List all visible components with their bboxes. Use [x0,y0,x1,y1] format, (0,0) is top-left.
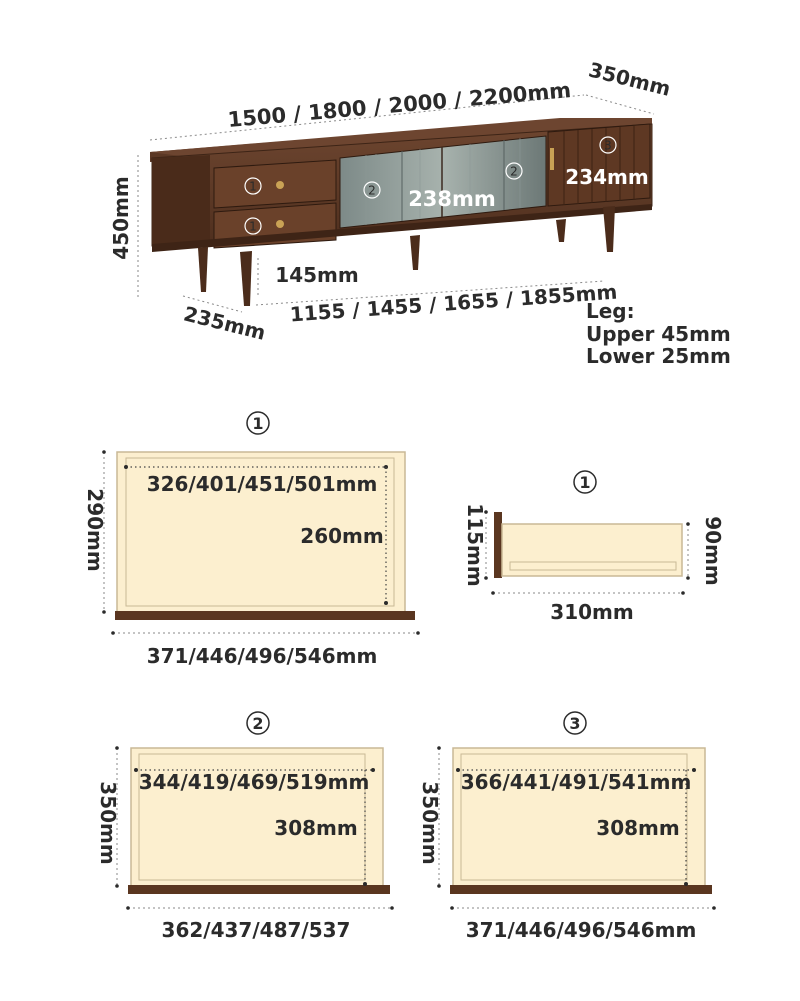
compartment-3-panel [452,747,706,887]
compartment-3-inner-depth: 308mm [596,816,679,840]
drawer-front-panel [116,451,406,613]
drawer-side-front-board [494,512,502,578]
compartment-3-inner-width: 366/441/491/541mm [461,770,692,794]
drawer-knob-icon [276,181,284,189]
drawer-marker: 1 [249,180,257,194]
compartment-2-diagram: 2 344/419/469/519mm 308mm 350mm 362/437/… [96,711,394,942]
leg-note-line: Leg: [586,299,635,323]
drawer-side-right-height: 90mm [701,516,725,586]
drawer-side-marker: 1 [579,473,590,492]
leg-height-label: 145mm [275,263,358,287]
shelf-height-label: 238mm [408,187,496,211]
depth-label: 350mm [586,57,673,100]
height-label: 450mm [109,176,133,259]
glass-marker: 2 [510,165,518,179]
drawer-side-panel [501,523,683,577]
glass-marker: 2 [368,184,376,198]
marker-circles: 1 1 2 2 3 [244,136,617,235]
compartment-3-height: 350mm [418,781,442,864]
cabinet-dimension-lines [137,94,655,313]
compartment-2-panel [130,747,384,887]
drawer-front-inner-depth: 260mm [300,524,383,548]
leg-note: Leg: Upper 45mm Lower 25mm [586,299,731,368]
compartment-2-height: 350mm [96,781,120,864]
tv-cabinet-illustration: 1 1 2 2 3 238mm 234mm [150,118,653,306]
slatted-door [547,123,651,207]
compartment-2-inner-depth: 308mm [274,816,357,840]
door-handle-icon [550,148,554,170]
drawer-front-height: 290mm [83,488,107,571]
compartment-2-marker: 2 [252,714,263,733]
compartment-2-inner-width: 344/419/469/519mm [139,770,370,794]
compartment-3-marker: 3 [569,714,580,733]
base-depth-label: 235mm [181,301,268,344]
cabinet-height-label: 234mm [565,165,648,189]
drawer-side-diagram: 1 115mm 90mm 310mm [463,470,725,624]
drawer-front-outer-width: 371/446/496/546mm [147,644,378,668]
glass-doors [339,135,547,229]
drawer-front-marker: 1 [252,414,263,433]
drawer-knob-icon [276,220,284,228]
leg-note-line: Upper 45mm [586,322,731,346]
drawer-front-diagram: 1 326/401/451/501mm 260mm 290mm 371/446/… [83,411,420,668]
compartment-2-outer-width: 362/437/487/537 [162,918,351,942]
drawer-side-left-height: 115mm [463,503,487,586]
drawer-marker: 1 [249,220,257,234]
compartment-3-diagram: 3 366/441/491/541mm 308mm 350mm 371/446/… [418,711,716,942]
legs [198,206,615,306]
drawer-side-width: 310mm [550,600,633,624]
leg-note-line: Lower 25mm [586,344,731,368]
compartment-3-outer-width: 371/446/496/546mm [466,918,697,942]
drawer-front-inner-width: 326/401/451/501mm [147,472,378,496]
cabinet-marker: 3 [604,139,612,153]
